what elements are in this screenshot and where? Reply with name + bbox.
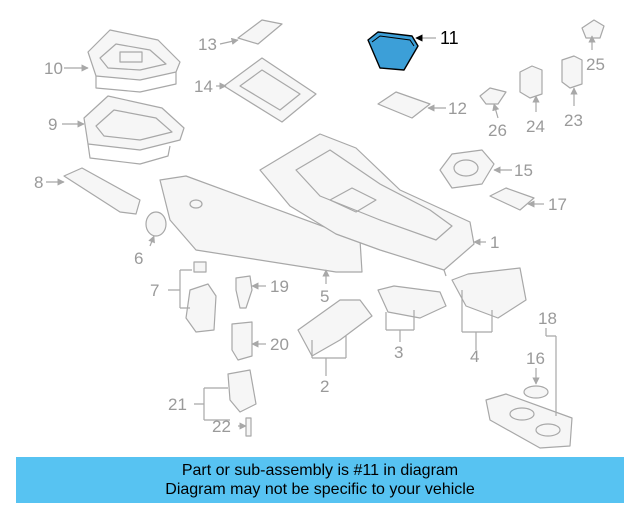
part-13-shape xyxy=(237,19,283,45)
part-2-shape xyxy=(297,299,373,357)
part-11-shape xyxy=(367,31,419,71)
info-banner: Part or sub-assembly is #11 in diagram D… xyxy=(16,457,624,503)
part-12-shape xyxy=(377,91,431,119)
part-10-shape xyxy=(87,29,181,93)
part-7-shape xyxy=(185,261,217,333)
callout-25: 25 xyxy=(586,55,605,74)
part-21-shape xyxy=(227,369,257,413)
callout-1: 1 xyxy=(490,233,499,252)
callout-18: 18 xyxy=(538,309,557,328)
part-6-shape xyxy=(145,211,167,237)
part-16-shape xyxy=(523,385,549,399)
callout-21: 21 xyxy=(168,395,187,414)
part-9-shape xyxy=(83,95,185,165)
part-17-shape xyxy=(489,187,535,211)
part-8-shape xyxy=(63,167,141,215)
callout-26: 26 xyxy=(488,121,507,140)
callout-22: 22 xyxy=(212,417,231,436)
callout-13: 13 xyxy=(198,35,217,54)
part-22-shape xyxy=(245,417,252,437)
callout-6: 6 xyxy=(134,249,143,268)
callout-labels: 10 9 8 13 14 11 12 25 24 23 26 15 17 1 6… xyxy=(34,28,605,436)
callout-8: 8 xyxy=(34,173,43,192)
part-15-shape xyxy=(439,149,495,189)
callout-14: 14 xyxy=(194,77,213,96)
callout-5: 5 xyxy=(320,287,329,306)
callout-11: 11 xyxy=(440,28,459,48)
part-20-shape xyxy=(231,321,253,361)
callout-2: 2 xyxy=(320,377,329,396)
part-3-shape xyxy=(377,285,447,319)
callout-4: 4 xyxy=(470,347,479,366)
banner-line-1: Part or sub-assembly is #11 in diagram xyxy=(181,462,459,479)
part-26-shape xyxy=(479,87,507,105)
parts-diagram: 10 9 8 13 14 11 12 25 24 23 26 15 17 1 6… xyxy=(34,19,605,449)
part-23-shape xyxy=(561,55,583,89)
callout-15: 15 xyxy=(514,161,533,180)
callout-16: 16 xyxy=(526,349,545,368)
banner-line-2: Diagram may not be specific to your vehi… xyxy=(165,481,475,498)
part-1-5-console-shape xyxy=(159,133,475,277)
callout-23: 23 xyxy=(564,111,583,130)
callout-7: 7 xyxy=(150,281,159,300)
callout-19: 19 xyxy=(270,277,289,296)
part-24-shape xyxy=(519,65,543,99)
callout-9: 9 xyxy=(48,115,57,134)
callout-3: 3 xyxy=(394,343,403,362)
part-4-shape xyxy=(451,267,527,319)
callout-12: 12 xyxy=(448,99,467,118)
callout-20: 20 xyxy=(270,335,289,354)
part-19-shape xyxy=(235,275,253,309)
part-25-shape xyxy=(581,19,605,39)
part-18-shape xyxy=(485,393,573,449)
part-14-shape xyxy=(223,57,317,123)
callout-17: 17 xyxy=(548,195,567,214)
leader-lines xyxy=(46,34,596,430)
callout-10: 10 xyxy=(44,59,63,78)
callout-24: 24 xyxy=(526,117,545,136)
